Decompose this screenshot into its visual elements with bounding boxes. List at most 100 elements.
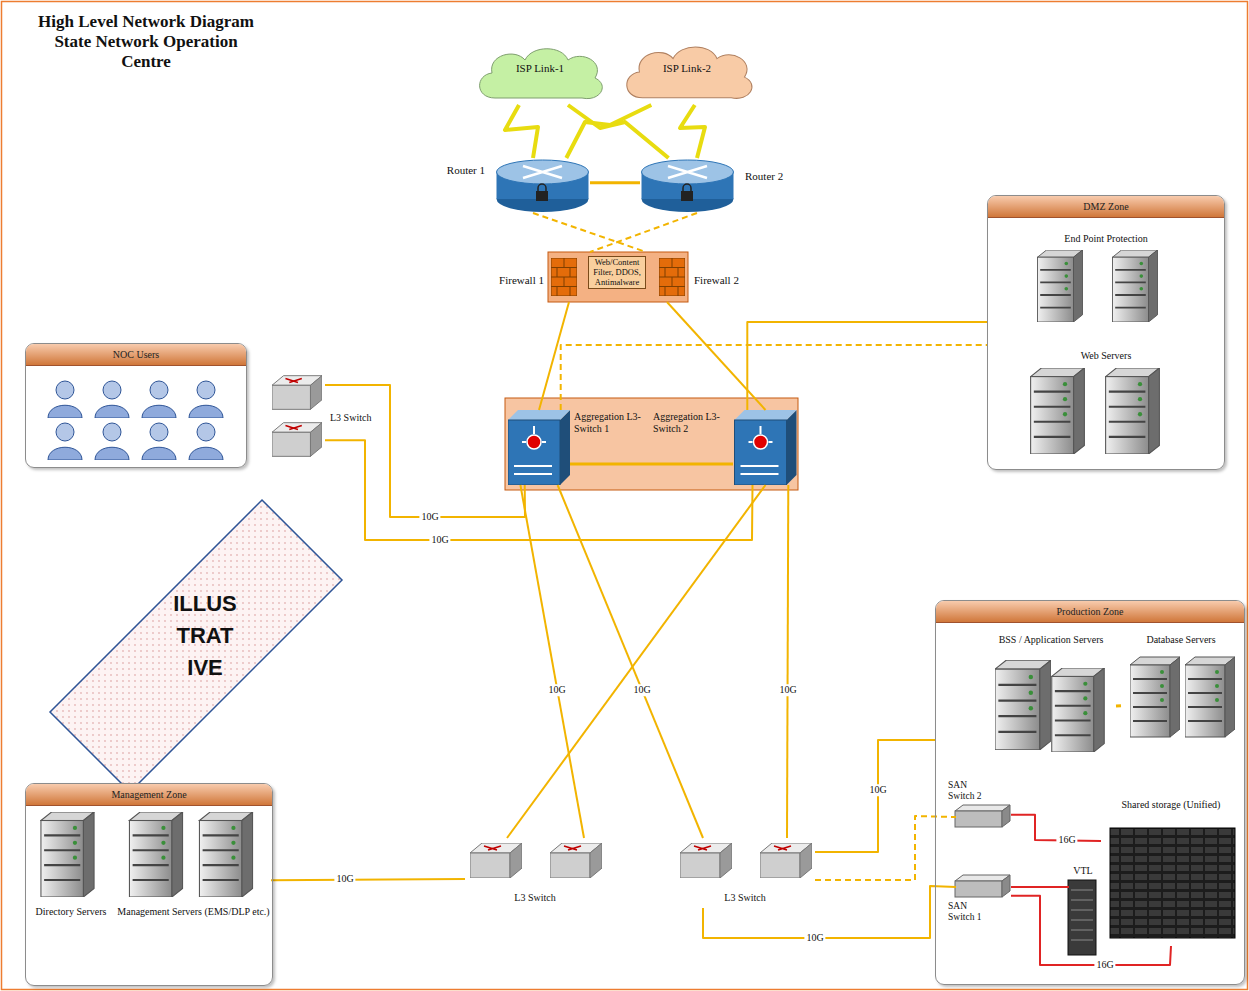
firewall-band xyxy=(548,252,688,302)
server-group: Directory Servers xyxy=(31,806,111,941)
vtl: VTL xyxy=(1069,881,1097,956)
network-link xyxy=(520,485,584,838)
zone-panel: NOC Users xyxy=(25,343,247,468)
zone-panel: DMZ ZoneEnd Point ProtectionWeb Servers xyxy=(987,195,1225,470)
san-switch: SAN Switch 1 xyxy=(956,876,1011,898)
node-label: L3 Switch xyxy=(465,892,605,904)
node-label: Management Servers (EMS/DLP etc.) xyxy=(116,906,271,918)
network-link xyxy=(747,322,987,410)
network-link xyxy=(271,879,465,880)
zone-title: NOC Users xyxy=(26,344,246,366)
isp-cloud xyxy=(627,47,752,98)
network-link xyxy=(570,463,733,466)
link-speed-label: 10G xyxy=(777,684,798,696)
firewall-cluster: Firewall 1Web/Content Filter, DDOS, Anti… xyxy=(548,252,688,302)
node-label: End Point Protection xyxy=(1006,233,1206,245)
zone-panel: Management ZoneDirectory Servers Manageme… xyxy=(25,783,273,986)
router-icon xyxy=(642,160,734,212)
isp-cloud: ISP Link-2 xyxy=(615,38,760,105)
node-label: Shared storage (Unified) xyxy=(1101,799,1241,811)
switch-pair: L3 Switch xyxy=(675,838,815,908)
watermark-text: ILLUS TRAT IVE xyxy=(160,588,250,684)
server-group: Management Servers (EMS/DLP etc.) xyxy=(116,806,271,941)
zone-title: Management Zone xyxy=(26,784,272,806)
network-link xyxy=(561,345,987,410)
aggregation-switch-icon xyxy=(508,410,570,485)
san-link xyxy=(1011,886,1069,888)
server-group: Web Servers xyxy=(1006,346,1206,461)
zone-panel: Production ZoneBSS / Application Servers… xyxy=(935,600,1245,985)
node-label: Aggregation L3-Switch 2 xyxy=(653,411,731,434)
router-icon xyxy=(497,160,589,212)
node-label: Firewall 2 xyxy=(694,274,764,287)
switch-pair: L3 Switch xyxy=(465,838,605,908)
switch-pair: L3 Switch xyxy=(270,370,325,460)
diagram-title: High Level Network Diagram State Network… xyxy=(30,12,262,72)
vtl-icon xyxy=(1068,880,1096,955)
link-speed-label: 10G xyxy=(419,511,440,523)
firewall-icon xyxy=(659,258,685,296)
network-link xyxy=(566,105,651,158)
link-speed-label: 16G xyxy=(1094,959,1115,971)
node-label: Directory Servers xyxy=(31,906,111,918)
router: Router 2 xyxy=(640,158,735,213)
node-label: BSS / Application Servers xyxy=(996,634,1106,646)
network-link xyxy=(505,105,538,158)
network-link xyxy=(680,105,705,158)
node-label: Web Servers xyxy=(1006,350,1206,362)
link-speed-label: 10G xyxy=(867,784,888,796)
network-link xyxy=(558,485,703,838)
san-link xyxy=(1011,896,1171,965)
link-speed-label: 10G xyxy=(546,684,567,696)
san-switch-icon xyxy=(955,805,1010,897)
zone-title: Production Zone xyxy=(936,601,1244,623)
firewall-icon xyxy=(551,258,577,296)
network-link xyxy=(568,105,669,158)
node-label: Router 1 xyxy=(385,164,485,177)
aggregation-switch: Aggregation L3-Switch 2 xyxy=(733,410,798,485)
aggregation-band xyxy=(505,398,798,490)
network-link xyxy=(539,302,569,410)
watermark-shape xyxy=(50,500,342,792)
link-speed-label: 10G xyxy=(631,684,652,696)
storage-array: Shared storage (Unified) xyxy=(1101,796,1241,946)
storage-array-icon xyxy=(1110,828,1235,938)
node-label: Router 2 xyxy=(745,170,845,183)
node-label: Web/Content Filter, DDOS, Antimalware xyxy=(588,256,646,289)
isp-cloud: ISP Link-1 xyxy=(470,40,610,105)
node-label: L3 Switch xyxy=(330,412,390,424)
san-switch: SAN Switch 2 xyxy=(956,806,1011,828)
network-link xyxy=(815,740,935,852)
link-speed-label: 10G xyxy=(804,932,825,944)
node-label: SAN Switch 1 xyxy=(948,901,992,923)
server-group: Database Servers xyxy=(1121,631,1241,746)
router: Router 1 xyxy=(495,158,590,213)
node-label: Database Servers xyxy=(1121,634,1241,646)
aggregation-switch-icon xyxy=(735,410,797,485)
network-link xyxy=(590,181,640,184)
network-link xyxy=(667,302,766,410)
network-link xyxy=(325,385,525,517)
network-link xyxy=(590,213,697,252)
network-link xyxy=(507,485,766,838)
node-label: Firewall 1 xyxy=(486,274,544,287)
node-label: SAN Switch 2 xyxy=(948,780,992,802)
network-link xyxy=(787,485,788,838)
network-link xyxy=(1116,704,1121,707)
link-speed-label: 16G xyxy=(1056,834,1077,846)
node-label: VTL xyxy=(1065,865,1101,877)
switch-icons xyxy=(272,376,812,878)
server-group: BSS / Application Servers xyxy=(986,631,1116,756)
link-speed-label: 10G xyxy=(429,534,450,546)
zone-title: DMZ Zone xyxy=(988,196,1224,218)
node-label: ISP Link-2 xyxy=(637,62,737,75)
aggregation-switch: Aggregation L3-Switch 1 xyxy=(508,410,570,485)
link-speed-label: 10G xyxy=(334,873,355,885)
node-label: ISP Link-1 xyxy=(490,62,590,75)
server-group: End Point Protection xyxy=(1006,229,1206,329)
node-label: L3 Switch xyxy=(675,892,815,904)
isp-cloud xyxy=(480,49,603,99)
node-label: Aggregation L3-Switch 1 xyxy=(574,411,650,434)
